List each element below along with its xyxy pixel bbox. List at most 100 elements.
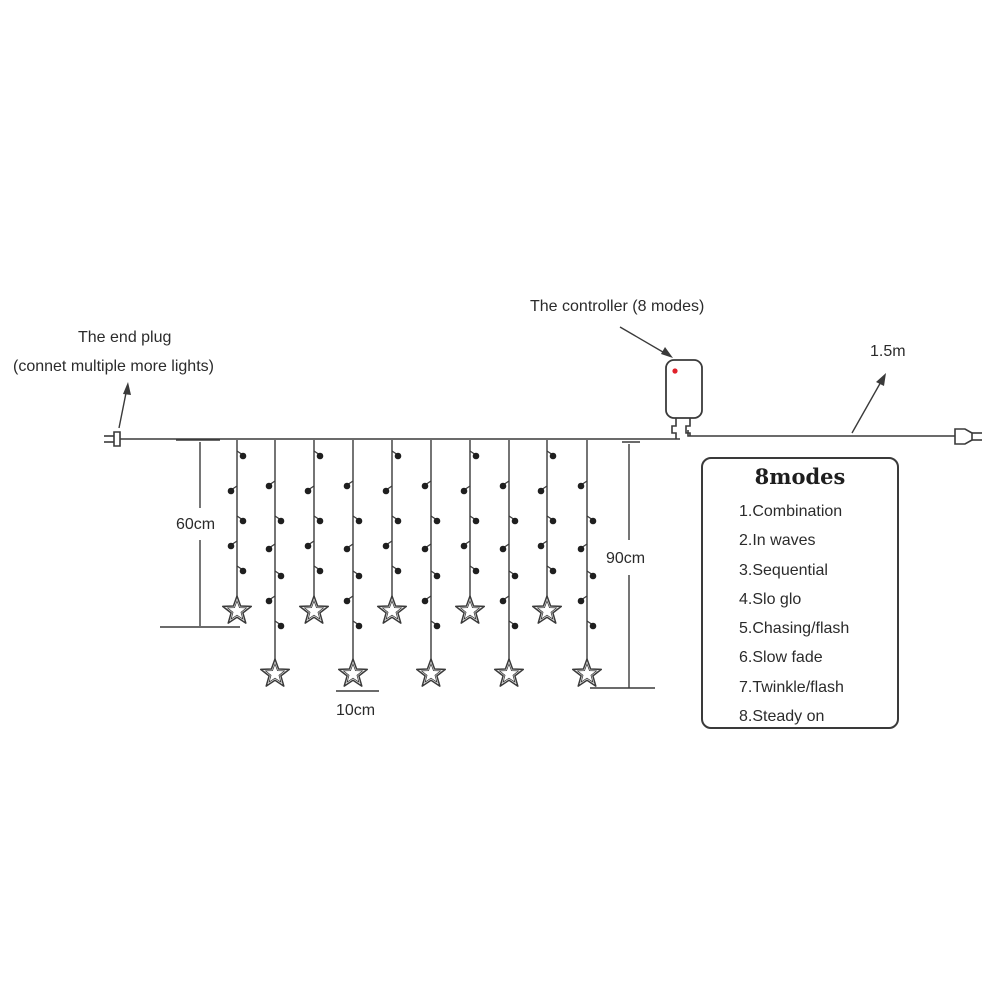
bulb-icon [274,620,285,630]
power-plug-icon [950,428,982,445]
star-icon [337,658,369,687]
bulb-icon [274,515,285,525]
star-inner-outline [303,599,325,621]
light-strand [259,440,291,687]
bulb-icon [313,450,324,460]
star-icon [298,595,330,624]
short-drop-dimension [160,439,240,628]
long-drop-label: 90cm [606,550,646,567]
star-icon [376,595,408,624]
bulb-icon [577,595,588,605]
mode-item: 7.Twinkle/flash [739,678,844,696]
bulb-icon [508,515,519,525]
bulb-icon [499,543,510,553]
star-inner-outline [459,599,481,621]
star-inner-outline [264,662,286,684]
controller-connector-left [671,418,677,439]
star-icon [221,595,253,624]
bulb-icon [227,485,238,495]
bulb-icon [430,570,441,580]
bulb-icon [469,565,480,575]
modes-panel: 8modes 1.Combination 2.In waves 3.Sequen… [701,457,899,729]
long-drop-dimension [590,441,655,689]
bulb-icon [391,515,402,525]
bulb-icon [421,543,432,553]
bulb-icon [236,450,247,460]
end-plug-title: The end plug [78,329,172,346]
star-icon [571,658,603,687]
light-strand [571,440,603,687]
end-plug-icon [104,431,128,447]
star-icon [454,595,486,624]
star-inner-outline [420,662,442,684]
light-strand [221,440,253,624]
bulb-icon [460,540,471,550]
bulb-icon [343,543,354,553]
bulb-icon [313,565,324,575]
bulb-icon [352,570,363,580]
bulb-icon [499,595,510,605]
controller-arrow [619,326,673,358]
star-inner-outline [536,599,558,621]
bulb-icon [537,540,548,550]
controller-box-icon [665,359,703,419]
star-inner-outline [576,662,598,684]
bulb-icon [546,515,557,525]
bulb-icon [421,480,432,490]
bulb-icon [265,595,276,605]
bulb-icon [265,480,276,490]
light-strand [415,440,447,687]
bulb-icon [537,485,548,495]
bulb-icon [236,515,247,525]
bulb-icon [352,515,363,525]
cable-length-arrow [851,373,886,434]
bulb-icon [508,570,519,580]
bulb-icon [343,480,354,490]
bulb-icon [382,540,393,550]
power-cable [687,430,950,437]
spacing-label: 10cm [336,702,376,719]
bulb-icon [460,485,471,495]
bulb-icon [430,620,441,630]
star-inner-outline [381,599,403,621]
bulb-icon [352,620,363,630]
cable-length-label: 1.5m [870,343,906,360]
mode-item: 4.Slo glo [739,590,802,608]
bulb-icon [469,515,480,525]
bulb-icon [546,565,557,575]
modes-title: 8modes [754,464,846,489]
end-plug-subtitle: (connet multiple more lights) [13,358,214,375]
bulb-icon [430,515,441,525]
star-inner-outline [226,599,248,621]
bulb-icon [343,595,354,605]
bulb-icon [508,620,519,630]
light-strands [221,440,603,687]
bulb-icon [236,565,247,575]
bulb-icon [274,570,285,580]
light-strand [376,440,408,624]
bulb-icon [577,480,588,490]
light-strand [454,440,486,624]
bulb-icon [391,565,402,575]
bulb-icon [577,543,588,553]
star-inner-outline [498,662,520,684]
end-plug-arrow [118,382,131,429]
bulb-icon [227,540,238,550]
bulb-icon [265,543,276,553]
bulb-icon [304,485,315,495]
mode-item: 1.Combination [739,503,843,520]
mode-item: 2.In waves [739,532,816,550]
bulb-icon [469,450,480,460]
mode-item: 3.Sequential [739,561,828,579]
light-strand [531,440,563,624]
bulb-icon [382,485,393,495]
bulb-icon [391,450,402,460]
bulb-icon [546,450,557,460]
light-strand [298,440,330,624]
controller-label: The controller (8 modes) [530,298,705,315]
light-strand [493,440,525,687]
star-icon [531,595,563,624]
mode-item: 8.Steady on [739,708,825,726]
star-icon [259,658,291,687]
